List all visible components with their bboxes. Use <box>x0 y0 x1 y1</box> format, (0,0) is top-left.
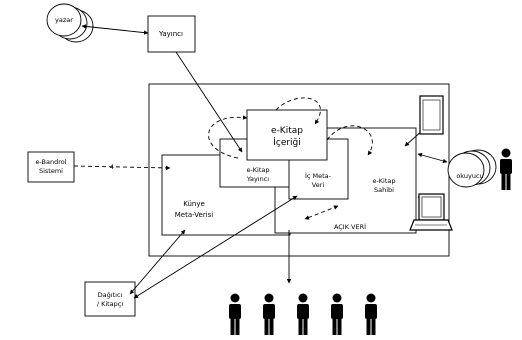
kunye-label-line1: Künye <box>183 200 205 208</box>
arrow-sahibi-okuyucu <box>417 152 448 164</box>
arrow-yayinci-to-ekitap-yayinci <box>175 51 243 153</box>
arrow-ebandrol-to-platform <box>73 165 171 171</box>
arrow-sahibi-acik-veri <box>304 205 339 220</box>
kunye-label-line2: Meta-Verisi <box>175 211 214 219</box>
ic-meta-label-line2: Veri <box>312 181 325 189</box>
person-icon-right <box>500 148 512 190</box>
dagitici-label-line1: Dağıtıcı <box>98 291 123 299</box>
ekitap-icerigi-node: e-Kitap İçeriği <box>246 109 328 161</box>
ic-meta-label-line1: İç Meta- <box>305 171 332 180</box>
ekitap-icerigi-label-line1: e-Kitap <box>271 126 303 136</box>
person-icon-3 <box>297 293 309 335</box>
ekitap-yayinci-label-line2: Yayıncı <box>246 175 269 183</box>
arc-yayinci-to-icerigi <box>208 115 248 159</box>
person-icon-1 <box>229 293 241 335</box>
ekitap-sahibi-label-line1: e-Kitap <box>372 177 395 185</box>
arc-icerigi-to-top-right <box>275 97 321 125</box>
acik-veri-label: AÇIK VERİ <box>334 222 366 231</box>
laptop-icon <box>409 193 453 231</box>
ekitap-sahibi-label-line2: Sahibi <box>374 186 394 194</box>
person-icon-4 <box>331 293 343 335</box>
ebandrol-label-line2: Sistemi <box>39 167 63 175</box>
person-icon-5 <box>365 293 377 335</box>
arc-icerigi-to-sahibi <box>326 125 373 156</box>
ebandrol-arrow-mark: 4 <box>110 163 114 171</box>
okuyucu-cluster: okuyucu <box>447 149 497 188</box>
arrow-kunye-dagitici <box>129 229 186 295</box>
ebandrol-label-line1: e-Bandrol <box>35 158 66 166</box>
okuyucu-label: okuyucu <box>456 172 483 180</box>
yazar-cluster: yazar <box>46 3 94 43</box>
ekitap-yayinci-label-line1: e-Kitap <box>246 166 269 174</box>
ekitap-icerigi-label-line2: İçeriği <box>273 137 301 148</box>
yayinci-label: Yayıncı <box>158 30 183 38</box>
dagitici-label-line2: / Kitapçı <box>97 300 124 308</box>
arrow-icmeta-dagitici <box>133 195 298 299</box>
yazar-label: yazar <box>55 16 73 24</box>
yayinci-node: Yayıncı <box>147 15 196 53</box>
arrow-yazar-yayinci <box>81 24 149 35</box>
tablet-icon <box>419 95 444 135</box>
ebandrol-node: e-Bandrol Sistemi <box>27 151 75 183</box>
person-icon-2 <box>263 293 275 335</box>
dagitici-node: Dağıtıcı / Kitapçı <box>84 281 136 317</box>
